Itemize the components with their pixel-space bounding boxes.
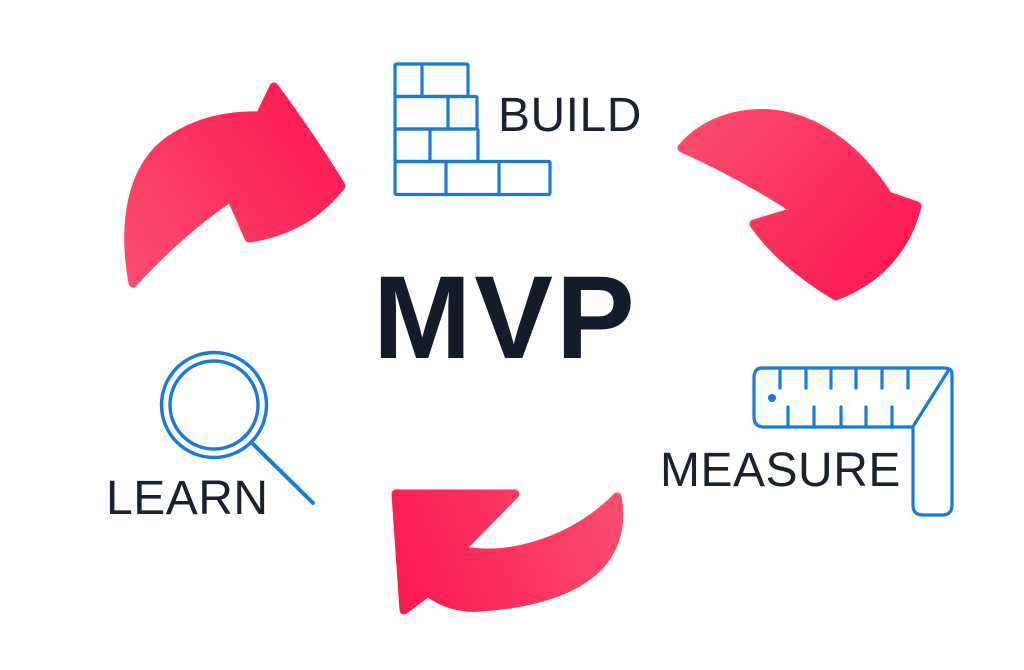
learn-label: LEARN	[106, 472, 269, 525]
measure-label: MEASURE	[660, 444, 901, 497]
center-title: MVP	[373, 252, 638, 384]
build-label: BUILD	[498, 89, 642, 142]
ruler-icon	[752, 366, 954, 517]
arrow-learn-to-build	[124, 82, 346, 288]
arrow-measure-to-learn	[391, 489, 624, 615]
arrow-build-to-measure	[677, 109, 922, 301]
bricks-icon	[393, 62, 552, 197]
magnifier-icon	[159, 350, 315, 505]
